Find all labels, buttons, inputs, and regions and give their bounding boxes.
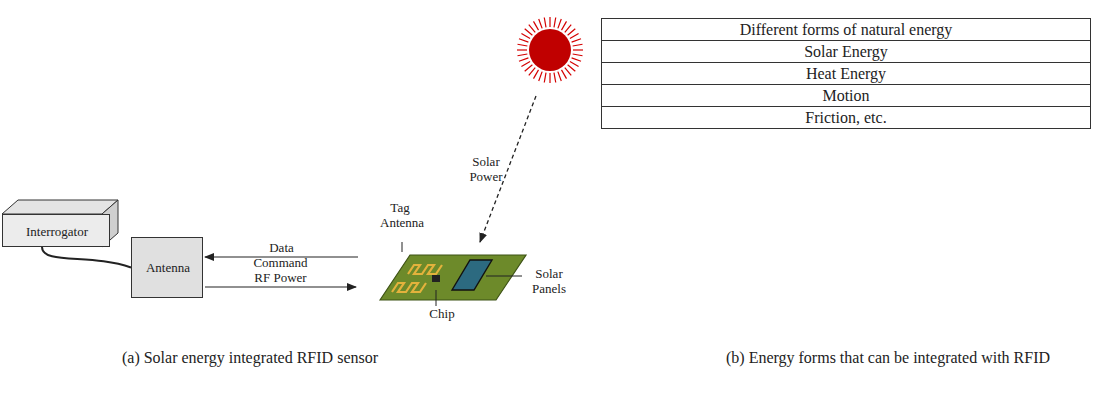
node-label: Interrogator [3,224,111,239]
sun [517,17,583,83]
edge-label: Data [248,240,316,255]
rfid-tag: Tag AntennaChipSolar Panels [378,252,530,302]
table-cell: Different forms of natural energy [602,19,1091,41]
signal-arrow [205,286,356,287]
antenna-box: Antenna [131,237,203,298]
cable [42,247,131,268]
node-label: Antenna [132,260,204,275]
table-cell: Heat Energy [602,63,1091,85]
interrogator-top [2,200,118,214]
part-label: Tag Antenna [380,200,420,230]
edge-label: Command RF Power [247,255,315,285]
tag-board [378,252,530,302]
part-label: Solar Panels [524,266,574,296]
table-cell: Friction, etc. [602,107,1091,129]
energy-table: Different forms of natural energySolar E… [601,18,1091,129]
table-cell: Motion [602,85,1091,107]
table-cell: Solar Energy [602,41,1091,63]
sub-caption: (a) Solar energy integrated RFID sensor [122,348,378,368]
part-label: Chip [422,306,462,321]
sub-caption: (b) Energy forms that can be integrated … [726,348,1050,368]
interrogator-box: Interrogator [2,214,110,247]
energy-label: Solar Power [462,154,510,184]
